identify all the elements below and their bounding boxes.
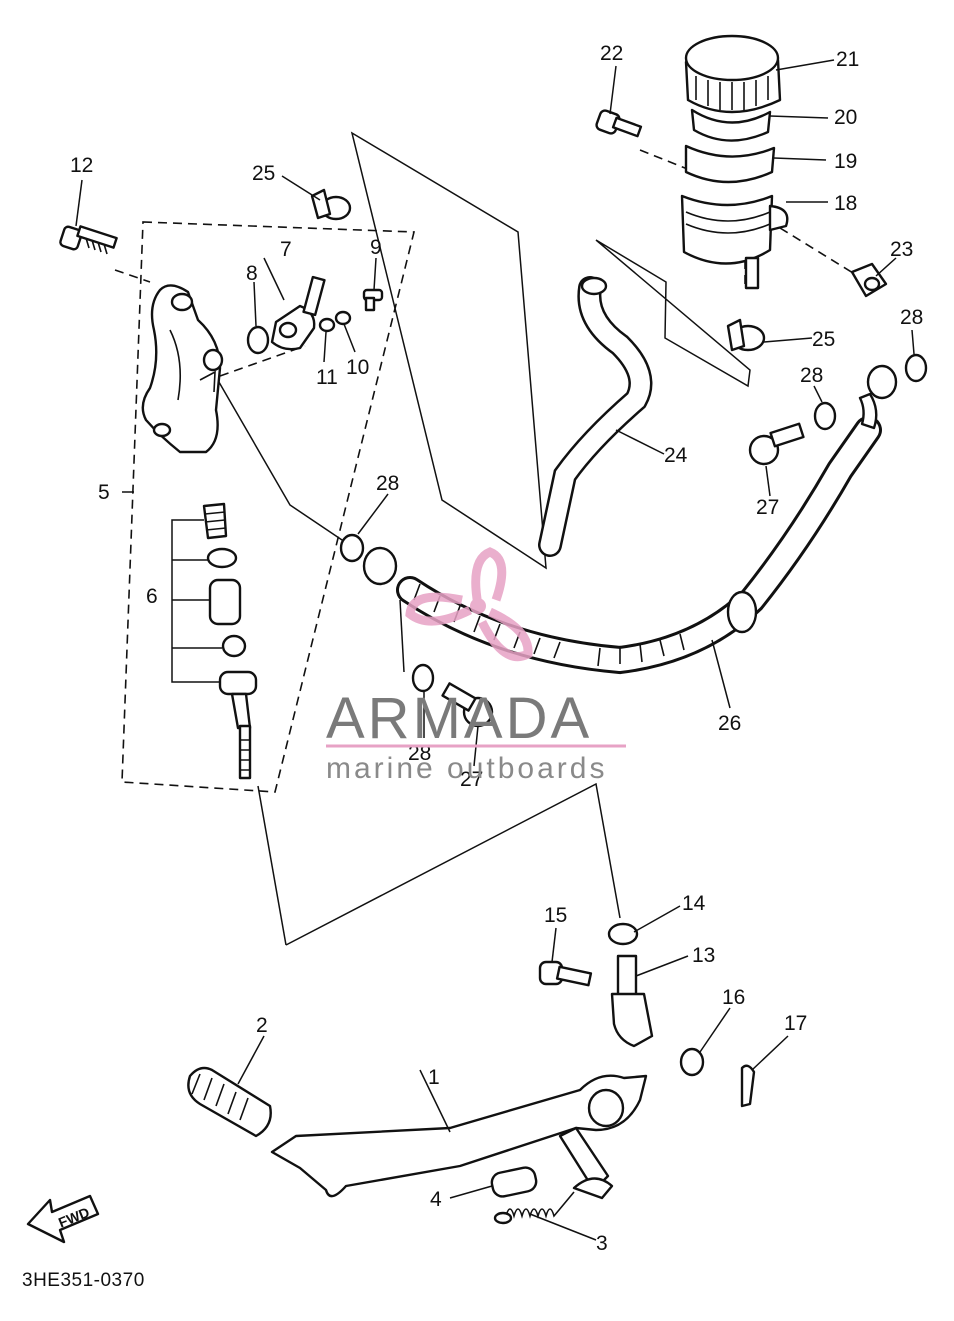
callout-6: 6 (146, 585, 158, 608)
callout-15: 15 (544, 904, 567, 927)
part-11-washer (318, 317, 336, 333)
callouts: 1 2 3 4 5 6 7 8 9 10 11 12 13 14 15 16 1… (70, 42, 923, 1255)
part-23-nut (850, 262, 888, 298)
part-27-union-bolt-b (441, 682, 494, 728)
part-13-clevis (610, 954, 654, 1048)
callout-28-right: 28 (800, 364, 823, 387)
document-id: 3HE351-0370 (22, 1270, 145, 1291)
watermark-brand: ARMADA (326, 686, 592, 751)
part-18-reservoir (680, 194, 789, 290)
callout-25-lower: 25 (812, 328, 835, 351)
part-4-collar (490, 1166, 538, 1198)
callout-27-right: 27 (756, 496, 779, 519)
part-26-brake-hose (362, 364, 898, 675)
callout-19: 19 (834, 150, 857, 173)
callout-17: 17 (784, 1012, 807, 1035)
callout-23: 23 (890, 238, 913, 261)
callout-18: 18 (834, 192, 857, 215)
leader-lines (75, 59, 915, 1241)
part-20-plate (690, 108, 772, 142)
part-10-washer (334, 310, 352, 326)
part-21-cap (684, 34, 782, 114)
part-8-o-ring (246, 325, 270, 355)
part-28-washer-a (904, 353, 928, 383)
callout-20: 20 (834, 106, 857, 129)
callout-13: 13 (692, 944, 715, 967)
part-22-screw (595, 109, 643, 138)
part-14-nut (607, 922, 639, 946)
callout-22: 22 (600, 42, 623, 65)
callout-26: 26 (718, 712, 741, 735)
part-28-washer-c (339, 533, 365, 563)
part-9-screw (362, 288, 384, 312)
callout-8: 8 (246, 262, 258, 285)
callout-28-far-right: 28 (900, 306, 923, 329)
callout-4: 4 (430, 1188, 442, 1211)
part-7-fitting (270, 275, 326, 351)
callout-16: 16 (722, 986, 745, 1009)
part-2-pedal-rubber (187, 1066, 272, 1138)
callout-27-lower: 27 (460, 768, 483, 791)
part-6-piston-kit (171, 502, 258, 780)
callout-28-lower: 28 (408, 742, 431, 765)
callout-1: 1 (428, 1066, 440, 1089)
fwd-arrow-icon: FWD (26, 1194, 100, 1244)
watermark-tagline: marine outboards (326, 752, 607, 785)
callout-14: 14 (682, 892, 706, 915)
part-19-diaphragm (684, 144, 776, 184)
part-3-spring (493, 1191, 575, 1225)
callout-25-upper: 25 (252, 162, 275, 185)
part-12-bolt (59, 225, 118, 255)
callout-9: 9 (370, 236, 382, 259)
callout-11: 11 (316, 366, 338, 389)
part-27-union-bolt-a (748, 422, 805, 466)
master-cylinder-assembly-box (121, 221, 416, 793)
part-15-bolt (538, 960, 593, 987)
assembly-lines (114, 131, 859, 946)
part-25-hose-clip-lower (726, 318, 766, 352)
watermark: ARMADA marine outboards (326, 547, 626, 785)
part-17-cotter-pin (740, 1064, 756, 1108)
callout-10: 10 (346, 356, 369, 379)
part-5-master-cylinder (141, 284, 224, 454)
callout-28-left: 28 (376, 472, 399, 495)
parts: FWD (26, 34, 928, 1244)
callout-5: 5 (98, 481, 110, 504)
callout-21: 21 (836, 48, 859, 71)
callout-24: 24 (664, 444, 688, 467)
hose-routing-outline (350, 131, 547, 570)
callout-12: 12 (70, 154, 93, 177)
callout-3: 3 (596, 1232, 608, 1255)
part-16-washer (679, 1047, 705, 1077)
propeller-logo-icon (405, 547, 533, 662)
callout-7: 7 (280, 238, 292, 261)
part-28-washer-b (813, 401, 837, 431)
reservoir-hose-outline (595, 239, 751, 388)
part-1-brake-pedal (270, 1074, 648, 1200)
part-28-washer-d (411, 663, 435, 693)
callout-2: 2 (256, 1014, 268, 1037)
part-25-hose-clip-upper (310, 188, 352, 221)
